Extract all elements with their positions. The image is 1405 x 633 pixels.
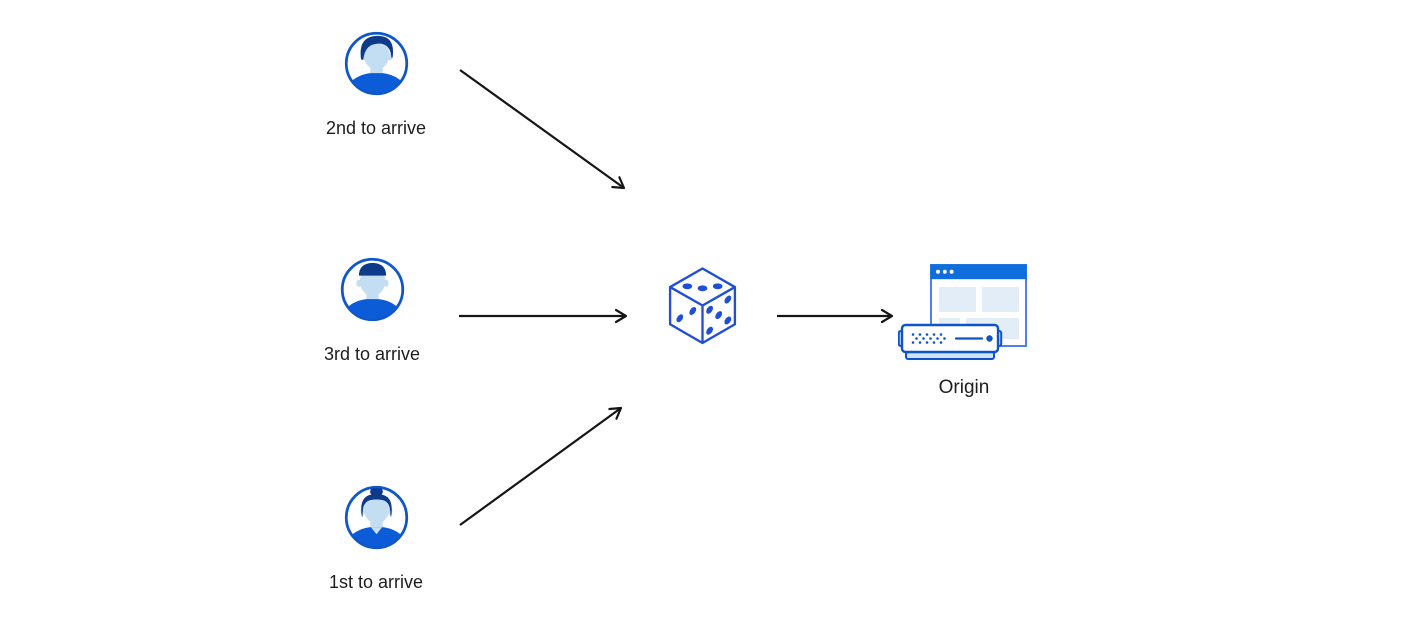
client-label: 1st to arrive: [328, 572, 424, 592]
dice-icon: [668, 267, 737, 345]
arrow-client1-to-dice: [459, 406, 623, 526]
origin-server-icon: [898, 264, 1027, 360]
client-node-2nd: 2nd to arrive: [291, 30, 461, 139]
client-node-1st: 1st to arrive: [291, 484, 461, 593]
arrow-client2-to-dice: [459, 69, 626, 190]
man-avatar-icon: [344, 31, 408, 96]
man-short-hair-avatar-icon: [340, 257, 404, 322]
dice-node: [667, 266, 738, 345]
origin-node: Origin: [898, 262, 1030, 399]
server-icon: [898, 323, 1003, 360]
client-label: 2nd to arrive: [325, 118, 427, 138]
origin-label: Origin: [938, 377, 990, 398]
client-label: 3rd to arrive: [323, 344, 421, 364]
client-node-3rd: 3rd to arrive: [287, 256, 457, 365]
woman-avatar-icon: [344, 485, 408, 550]
